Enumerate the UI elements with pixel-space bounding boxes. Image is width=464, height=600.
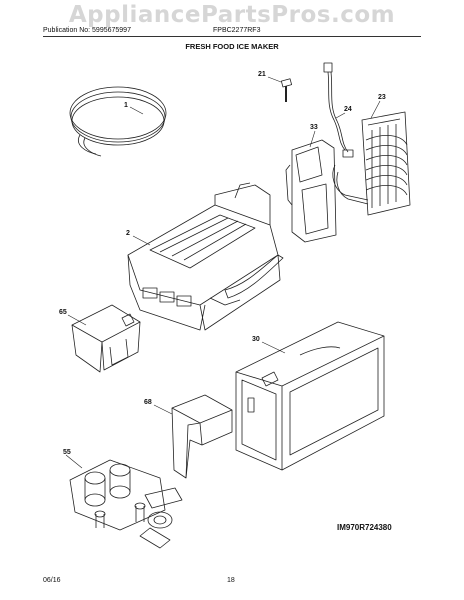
water-valve	[69, 459, 183, 549]
publication-number: Publication No: 5995675997	[43, 27, 131, 34]
callout-1: 1	[124, 102, 128, 109]
callout-24: 24	[344, 106, 352, 113]
page-number: 18	[227, 577, 235, 584]
callout-65: 65	[59, 309, 67, 316]
wire-harness	[323, 62, 354, 158]
thermistor-part	[280, 78, 293, 102]
model-number: FPBC2277RF3	[213, 27, 261, 34]
section-title: FRESH FOOD ICE MAKER	[185, 42, 279, 51]
callout-30: 30	[252, 336, 260, 343]
watermark: AppliancePartsPros.com	[68, 2, 396, 28]
chute-cover	[171, 394, 233, 479]
ice-maker	[127, 182, 284, 331]
callout-55: 55	[63, 449, 71, 456]
callout-21: 21	[258, 71, 266, 78]
heater-assembly	[332, 111, 411, 216]
ice-bin	[235, 321, 385, 471]
callout-68: 68	[144, 399, 152, 406]
callout-2: 2	[126, 230, 130, 237]
bracket-part	[71, 304, 141, 373]
footer-date: 06/16	[43, 577, 61, 584]
insulated-cover	[285, 139, 337, 243]
callout-23: 23	[378, 94, 386, 101]
tubing-coil	[69, 86, 167, 157]
header-rule	[43, 36, 421, 37]
figure-reference: IM970R724380	[337, 523, 392, 532]
callout-33: 33	[310, 124, 318, 131]
